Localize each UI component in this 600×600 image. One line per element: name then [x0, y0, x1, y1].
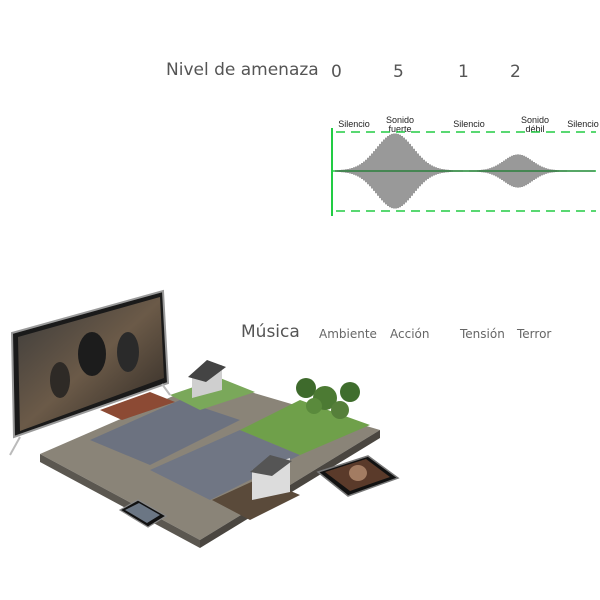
threat-level-value: 2 [510, 62, 521, 82]
tree-icon [296, 378, 360, 419]
mood-tension: Tensión [460, 327, 505, 341]
building [100, 392, 175, 420]
mood-ambient: Ambiente [319, 327, 377, 341]
mood-action: Acción [390, 327, 430, 341]
music-spectrum [339, 229, 590, 295]
phone-icon [118, 499, 168, 528]
waveform-bars [335, 133, 595, 209]
sound-label-soft: Sonido débil [520, 115, 550, 134]
sound-label-silence: Silencio [567, 119, 599, 129]
threat-level-value: 1 [458, 62, 469, 82]
tablet-icon [316, 455, 400, 497]
music-label: Música [241, 322, 300, 342]
sound-label-silence: Silencio [338, 119, 370, 129]
threat-level-value: 5 [393, 62, 404, 82]
threat-level-label: Nivel de amenaza [166, 60, 319, 80]
mood-terror: Terror [517, 327, 552, 341]
house-icon [188, 360, 292, 500]
tv-icon [9, 289, 171, 456]
waveform-panel [331, 128, 596, 216]
sound-label-loud: Sonido fuerte [385, 115, 415, 134]
sound-label-silence: Silencio [453, 119, 485, 129]
threat-level-value: 0 [331, 62, 342, 82]
game-board [40, 378, 380, 548]
